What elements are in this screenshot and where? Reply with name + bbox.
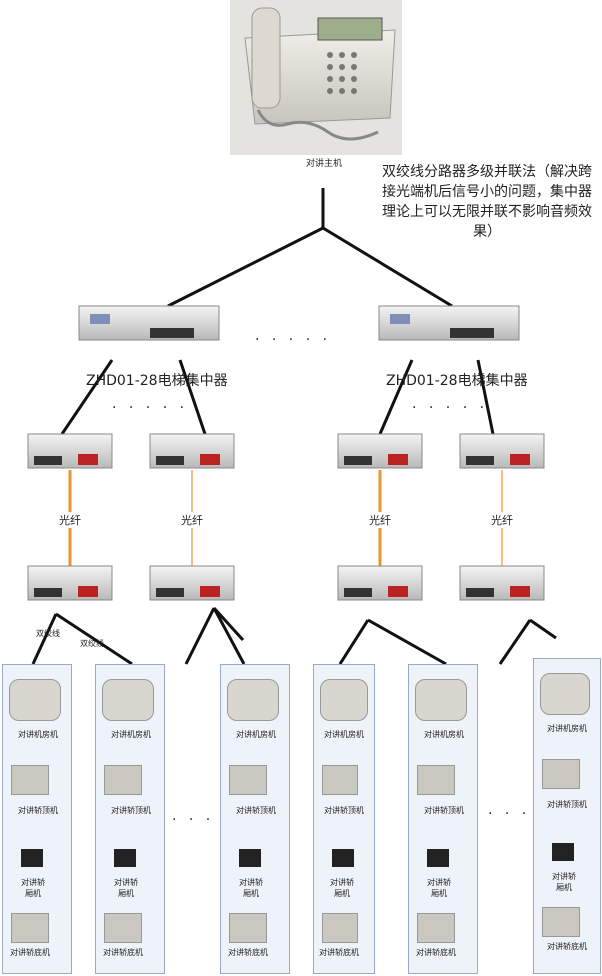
terminal-panel-5: 对讲机房机 对讲轿顶机 对讲轿厢机 对讲轿底机 [408, 664, 478, 974]
fiber-label-2: 光纤 [180, 512, 204, 528]
car-cabin-unit-icon [239, 849, 261, 867]
terminal-panel-6: 对讲机房机 对讲轿顶机 对讲轿厢机 对讲轿底机 [533, 658, 601, 974]
car-top-label: 对讲轿顶机 [111, 806, 151, 815]
machine-room-label: 对讲机房机 [424, 730, 464, 739]
ellipsis-right: · · · · · [412, 400, 489, 416]
car-bottom-unit-icon [542, 907, 580, 937]
optical-receiver-icon [27, 565, 545, 601]
car-cabin-label: 对讲轿厢机 [427, 878, 451, 898]
terminal-panel-4: 对讲机房机 对讲轿顶机 对讲轿厢机 对讲轿底机 [313, 664, 375, 974]
car-top-unit-icon [417, 765, 455, 795]
fiber-label-4: 光纤 [490, 512, 514, 528]
fiber-label-3: 光纤 [368, 512, 392, 528]
car-bottom-unit-icon [11, 913, 49, 943]
fiber-label-1: 光纤 [58, 512, 82, 528]
car-cabin-label: 对讲轿厢机 [239, 878, 263, 898]
machine-room-phone-icon [227, 679, 279, 721]
car-top-label: 对讲轿顶机 [236, 806, 276, 815]
car-bottom-unit-icon [104, 913, 142, 943]
fiber-lines [68, 470, 503, 566]
concentrator-left-icon [78, 305, 220, 341]
car-cabin-unit-icon [552, 843, 574, 861]
machine-room-label: 对讲机房机 [236, 730, 276, 739]
car-cabin-label: 对讲轿厢机 [552, 872, 576, 892]
concentrator-label-left: ZHD01-28电梯集中器 [86, 373, 228, 389]
terminal-panel-1: 对讲机房机 对讲轿顶机 对讲轿厢机 对讲轿底机 [2, 664, 72, 974]
car-cabin-label: 对讲轿厢机 [330, 878, 354, 898]
car-top-label: 对讲轿顶机 [424, 806, 464, 815]
concentrator-label-right: ZHD01-28电梯集中器 [386, 373, 528, 389]
car-top-label: 对讲轿顶机 [18, 806, 58, 815]
host-phone-icon [230, 0, 402, 155]
car-top-label: 对讲轿顶机 [547, 800, 587, 809]
car-cabin-unit-icon [427, 849, 449, 867]
car-bottom-label: 对讲轿底机 [103, 948, 143, 957]
ellipsis-concentrators: · · · · · [255, 332, 332, 348]
machine-room-label: 对讲机房机 [547, 724, 587, 733]
car-top-unit-icon [542, 759, 580, 789]
car-top-unit-icon [11, 765, 49, 795]
machine-room-phone-icon [540, 673, 590, 715]
car-cabin-unit-icon [21, 849, 43, 867]
twisted-pair-label-2: 双绞线 [80, 639, 104, 648]
car-cabin-unit-icon [114, 849, 136, 867]
car-bottom-label: 对讲轿底机 [228, 948, 268, 957]
car-top-unit-icon [104, 765, 142, 795]
car-top-label: 对讲轿顶机 [324, 806, 364, 815]
machine-room-label: 对讲机房机 [111, 730, 151, 739]
car-cabin-label: 对讲轿厢机 [21, 878, 45, 898]
optical-transmitter-icon [27, 433, 545, 469]
car-bottom-label: 对讲轿底机 [319, 948, 359, 957]
machine-room-label: 对讲机房机 [324, 730, 364, 739]
car-bottom-unit-icon [417, 913, 455, 943]
car-bottom-label: 对讲轿底机 [10, 948, 50, 957]
car-bottom-unit-icon [322, 913, 358, 943]
car-bottom-label: 对讲轿底机 [416, 948, 456, 957]
car-bottom-unit-icon [229, 913, 267, 943]
host-label: 对讲主机 [306, 159, 343, 169]
concentrator-right-icon [378, 305, 520, 341]
machine-room-label: 对讲机房机 [18, 730, 58, 739]
method-note: 双绞线分路器多级并联法（解决跨接光端机后信号小的问题，集中器理论上可以无限并联不… [382, 164, 592, 240]
ellipsis-left: · · · · · [112, 400, 189, 416]
terminal-panel-3: 对讲机房机 对讲轿顶机 对讲轿厢机 对讲轿底机 [220, 664, 290, 974]
machine-room-phone-icon [320, 679, 368, 721]
car-cabin-unit-icon [332, 849, 354, 867]
machine-room-phone-icon [415, 679, 467, 721]
car-bottom-label: 对讲轿底机 [547, 942, 587, 951]
terminal-panel-2: 对讲机房机 对讲轿顶机 对讲轿厢机 对讲轿底机 [95, 664, 165, 974]
machine-room-phone-icon [9, 679, 61, 721]
car-cabin-label: 对讲轿厢机 [114, 878, 138, 898]
car-top-unit-icon [322, 765, 358, 795]
car-top-unit-icon [229, 765, 267, 795]
twisted-pair-label-1: 双绞线 [36, 629, 60, 638]
machine-room-phone-icon [102, 679, 154, 721]
